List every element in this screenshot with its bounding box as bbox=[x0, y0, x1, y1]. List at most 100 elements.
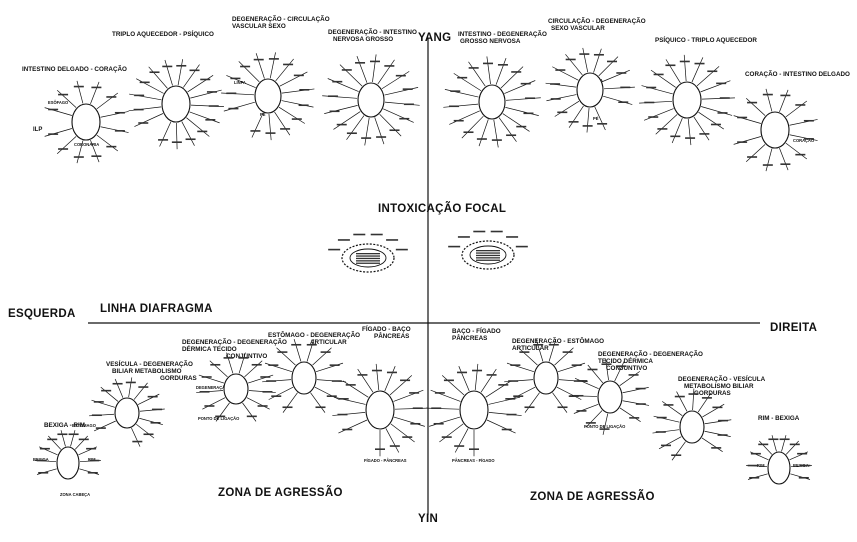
sector-label-mark bbox=[587, 368, 598, 371]
header-coracao-intestino-delgado: CORAÇÃO - INTESTINO DELGADO bbox=[745, 69, 850, 78]
sector-label-mark bbox=[582, 125, 593, 127]
sector-label-mark bbox=[701, 397, 712, 399]
sector-label-mark bbox=[506, 134, 517, 137]
sector-label-mark bbox=[78, 438, 89, 441]
sector-label-mark bbox=[215, 415, 226, 418]
sector-label-mark bbox=[795, 104, 806, 106]
sector-label-mark bbox=[369, 60, 380, 63]
sector-label-mark bbox=[149, 71, 160, 74]
sector-label-mark bbox=[699, 133, 710, 135]
sector-label-mark bbox=[707, 70, 718, 73]
iris-schematic-17 bbox=[652, 388, 732, 461]
sector-line bbox=[221, 92, 255, 96]
sector-label-mark bbox=[341, 69, 352, 71]
sector-label-mark bbox=[133, 108, 144, 111]
sector-label-mark bbox=[635, 403, 646, 405]
sector-line bbox=[79, 468, 100, 475]
sector-label-mark bbox=[277, 351, 288, 353]
focal-label-mark bbox=[356, 257, 380, 260]
sector-line bbox=[164, 59, 173, 86]
sector-line bbox=[698, 111, 724, 130]
sector-line bbox=[683, 54, 687, 82]
sector-label-mark bbox=[519, 351, 530, 353]
sector-line bbox=[255, 53, 265, 79]
focal-outer-label-mark bbox=[490, 230, 503, 233]
sector-label-mark bbox=[648, 116, 659, 118]
iris-outline bbox=[254, 78, 282, 114]
sector-line bbox=[268, 386, 294, 400]
sector-label-mark bbox=[68, 433, 79, 436]
sector-line bbox=[535, 339, 544, 362]
sector-label-mark bbox=[152, 408, 163, 411]
sector-line bbox=[372, 54, 377, 83]
sector-line bbox=[384, 87, 419, 96]
sector-line bbox=[278, 106, 305, 124]
sector-label-mark bbox=[486, 374, 497, 376]
sector-line bbox=[209, 360, 228, 378]
sector-label-mark bbox=[660, 444, 671, 447]
iris-schematic-10 bbox=[89, 377, 165, 447]
sector-label-mark bbox=[86, 447, 97, 450]
header-estomago-b: ARTICULAR bbox=[310, 339, 347, 346]
sector-line bbox=[704, 430, 731, 437]
header-degeneracao-tecido-a: DEGENERAÇÃO - DEGENERAÇÃO bbox=[598, 349, 703, 358]
sector-line bbox=[524, 392, 540, 413]
sector-line bbox=[339, 64, 363, 87]
sector-line bbox=[639, 100, 673, 104]
sector-label-mark bbox=[143, 433, 154, 436]
yin-label: YIN bbox=[418, 513, 438, 525]
sector-label-mark bbox=[557, 406, 568, 409]
label-zona-cabeca: ZONA CABEÇA bbox=[60, 492, 90, 497]
sector-label-mark bbox=[39, 447, 50, 450]
sector-line bbox=[131, 427, 141, 447]
sector-label-mark bbox=[434, 392, 445, 394]
sector-label-mark bbox=[409, 392, 420, 394]
sector-line bbox=[574, 378, 599, 390]
left-label: ESQUERDA bbox=[8, 308, 76, 320]
header-degeneracao-intestino-b: NERVOSA GROSSO bbox=[333, 36, 393, 43]
sector-line bbox=[495, 58, 507, 85]
focal-label-mark bbox=[356, 260, 380, 262]
sector-line bbox=[658, 436, 682, 450]
sector-label-mark bbox=[525, 97, 536, 100]
sector-label-mark bbox=[789, 443, 800, 446]
focal-intoxication-label: INTOXICAÇÃO FOCAL bbox=[378, 202, 506, 215]
label-pe-right: PÉ bbox=[593, 116, 599, 121]
sector-line bbox=[790, 473, 811, 480]
sector-label-mark bbox=[463, 131, 474, 134]
sector-label-mark bbox=[653, 73, 664, 76]
sector-line bbox=[480, 368, 497, 393]
sector-label-mark bbox=[457, 76, 468, 79]
sector-line bbox=[390, 423, 415, 443]
sector-line bbox=[93, 420, 116, 432]
sector-label-mark bbox=[329, 364, 340, 366]
header-triplo-aquecedor: TRIPLO AQUECEDOR - PSÍQUICO bbox=[112, 29, 214, 38]
sector-label-mark bbox=[718, 419, 729, 422]
sector-label-mark bbox=[758, 443, 769, 446]
sector-label-mark bbox=[91, 86, 102, 89]
sector-label-mark bbox=[271, 395, 282, 397]
sector-label-mark bbox=[298, 104, 309, 107]
sector-line bbox=[96, 134, 119, 152]
header-intestino-degeneracao-a: INTESTINO - DEGENERAÇÃO bbox=[458, 29, 547, 38]
sector-label-mark bbox=[780, 94, 791, 97]
sector-label-mark bbox=[510, 364, 521, 366]
sector-line bbox=[137, 393, 160, 405]
sector-line bbox=[74, 435, 88, 450]
sector-label-mark bbox=[48, 133, 59, 135]
sector-line bbox=[602, 69, 630, 82]
sector-label-mark bbox=[797, 452, 808, 455]
sector-line bbox=[76, 80, 84, 104]
sector-line bbox=[745, 98, 766, 116]
sector-line bbox=[242, 402, 257, 422]
iris-outline bbox=[672, 81, 702, 119]
sector-label-mark bbox=[469, 448, 479, 450]
sector-line bbox=[389, 375, 413, 396]
label-bexiga-left: BEXIGA bbox=[33, 457, 49, 462]
sector-line bbox=[139, 417, 164, 426]
focal-label-mark bbox=[356, 262, 380, 264]
sector-label-mark bbox=[361, 137, 372, 139]
sector-line bbox=[691, 57, 704, 83]
sector-label-mark bbox=[395, 74, 406, 77]
